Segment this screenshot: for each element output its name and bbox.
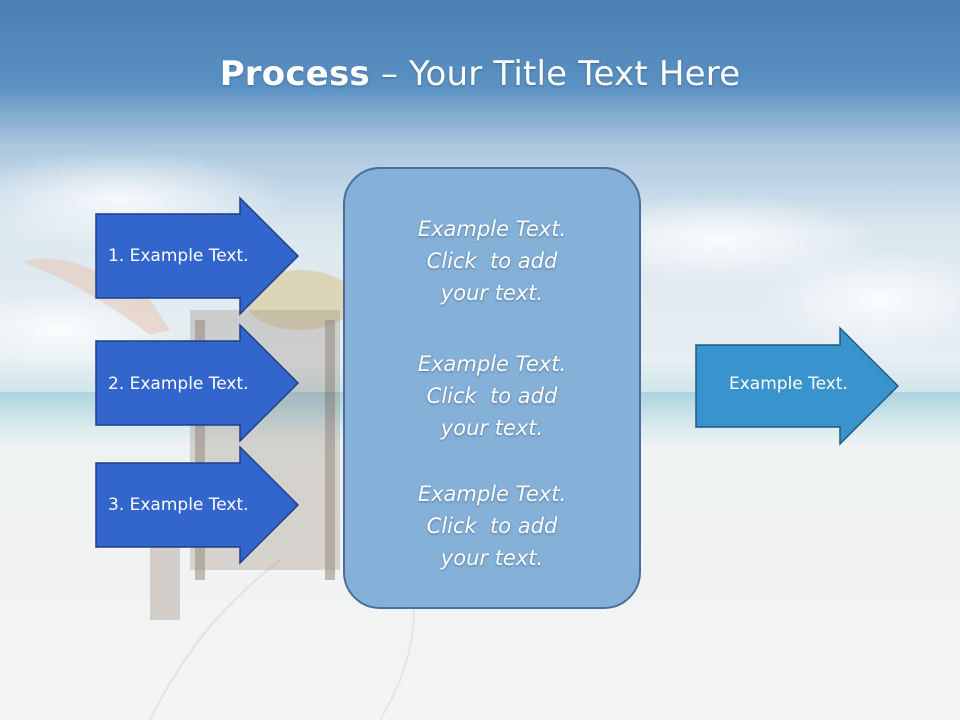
center-text-panel: Example Text. Click to add your text. Ex… xyxy=(344,168,640,608)
paragraph-line: Click to add xyxy=(426,514,558,538)
paragraph-line: Example Text. xyxy=(417,352,567,376)
paragraph-line: Click to add xyxy=(426,249,558,273)
title-bold-part: Process xyxy=(219,54,370,94)
arrow-label-1: 1. Example Text. xyxy=(108,246,249,266)
right-arrow-label: Example Text. xyxy=(729,374,848,394)
process-arrow-3[interactable] xyxy=(95,445,300,565)
paragraph-line: your text. xyxy=(440,281,544,305)
paragraph-line: Example Text. xyxy=(417,217,567,241)
arrow-label-2: 2. Example Text. xyxy=(108,374,249,394)
arrow-label-3: 3. Example Text. xyxy=(108,495,249,515)
paragraph-line: your text. xyxy=(440,546,544,570)
paragraph-line: Example Text. xyxy=(417,482,567,506)
center-paragraph-1: Example Text. Click to add your text. xyxy=(344,213,640,309)
center-text-box[interactable] xyxy=(343,167,641,609)
center-paragraph-2: Example Text. Click to add your text. xyxy=(344,348,640,444)
title-rest-part: – Your Title Text Here xyxy=(369,54,741,94)
center-paragraph-3: Example Text. Click to add your text. xyxy=(344,478,640,574)
paragraph-line: your text. xyxy=(440,416,544,440)
paragraph-line: Click to add xyxy=(426,384,558,408)
process-arrow-2[interactable] xyxy=(95,323,300,443)
result-arrow[interactable] xyxy=(695,326,900,446)
slide-title: Process – Your Title Text Here xyxy=(0,52,960,96)
process-arrow-1[interactable] xyxy=(95,196,300,316)
